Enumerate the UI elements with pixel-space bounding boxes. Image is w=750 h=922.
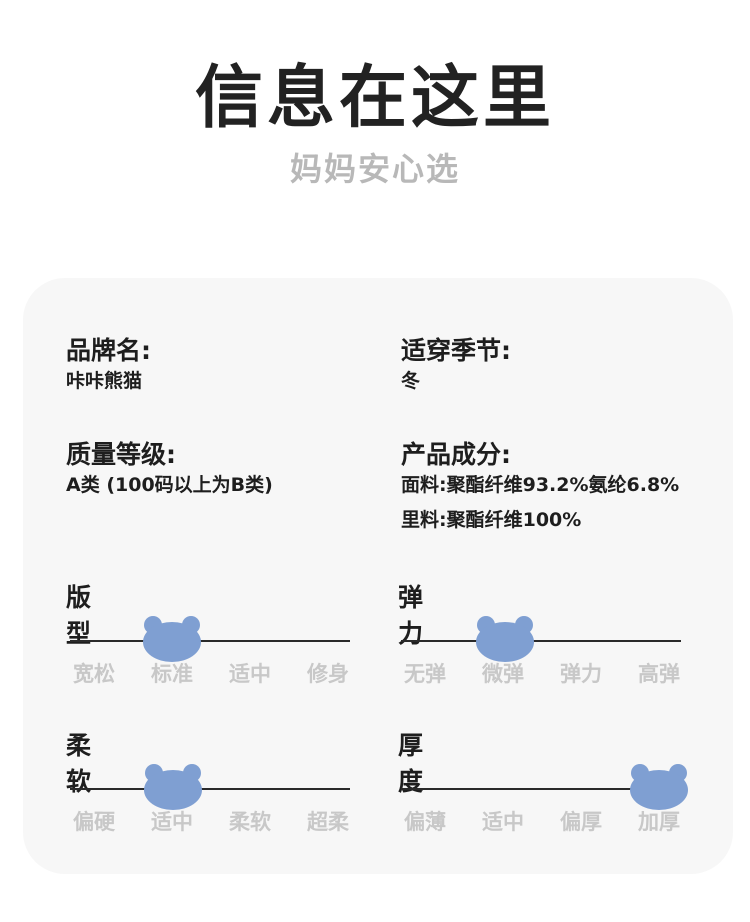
thickness-option-3: 偏厚 (560, 810, 602, 834)
page-subtitle: 妈妈安心选 (289, 150, 460, 188)
fit-option-2: 标准 (151, 662, 193, 686)
elasticity-option-2: 微弹 (482, 662, 524, 686)
bear-head-icon[interactable] (628, 762, 690, 810)
thickness-track (401, 788, 681, 790)
grade-label: 质量等级: (66, 440, 176, 469)
fit-option-3: 适中 (229, 662, 271, 686)
softness-option-4: 超柔 (307, 810, 349, 834)
fit-option-4: 修身 (307, 662, 349, 686)
composition-label: 产品成分: (401, 440, 511, 469)
thickness-option-4: 加厚 (638, 810, 680, 834)
thickness-title: 厚度 (398, 731, 424, 796)
brand-value: 咔咔熊猫 (66, 370, 143, 392)
softness-option-3: 柔软 (229, 810, 271, 834)
elasticity-track (401, 640, 681, 642)
info-card: 品牌名: 咔咔熊猫 适穿季节: 冬 质量等级: A类 (100码以上为B类) 产… (23, 278, 733, 874)
softness-title: 柔软 (66, 731, 92, 796)
elasticity-option-4: 高弹 (638, 662, 680, 686)
thickness-option-1: 偏薄 (404, 810, 446, 834)
page-title: 信息在这里 (194, 59, 555, 138)
season-label: 适穿季节: (401, 336, 511, 365)
brand-label: 品牌名: (66, 336, 151, 365)
lining-value: 里料:聚酯纤维100% (401, 509, 582, 531)
fabric-value: 面料:聚酯纤维93.2%氨纶6.8% (401, 474, 680, 496)
thickness-option-2: 适中 (482, 810, 524, 834)
fit-track (70, 640, 350, 642)
elasticity-title: 弹力 (398, 583, 424, 648)
fit-option-1: 宽松 (73, 662, 115, 686)
bear-head-icon[interactable] (142, 762, 204, 810)
grade-value: A类 (100码以上为B类) (66, 474, 273, 496)
softness-option-2: 适中 (151, 810, 193, 834)
bear-head-icon[interactable] (474, 614, 536, 662)
softness-option-1: 偏硬 (73, 810, 115, 834)
fit-title: 版型 (66, 583, 92, 648)
bear-head-icon[interactable] (141, 614, 203, 662)
season-value: 冬 (401, 370, 421, 392)
softness-track (70, 788, 350, 790)
elasticity-option-1: 无弹 (404, 662, 446, 686)
elasticity-option-3: 弹力 (560, 662, 602, 686)
